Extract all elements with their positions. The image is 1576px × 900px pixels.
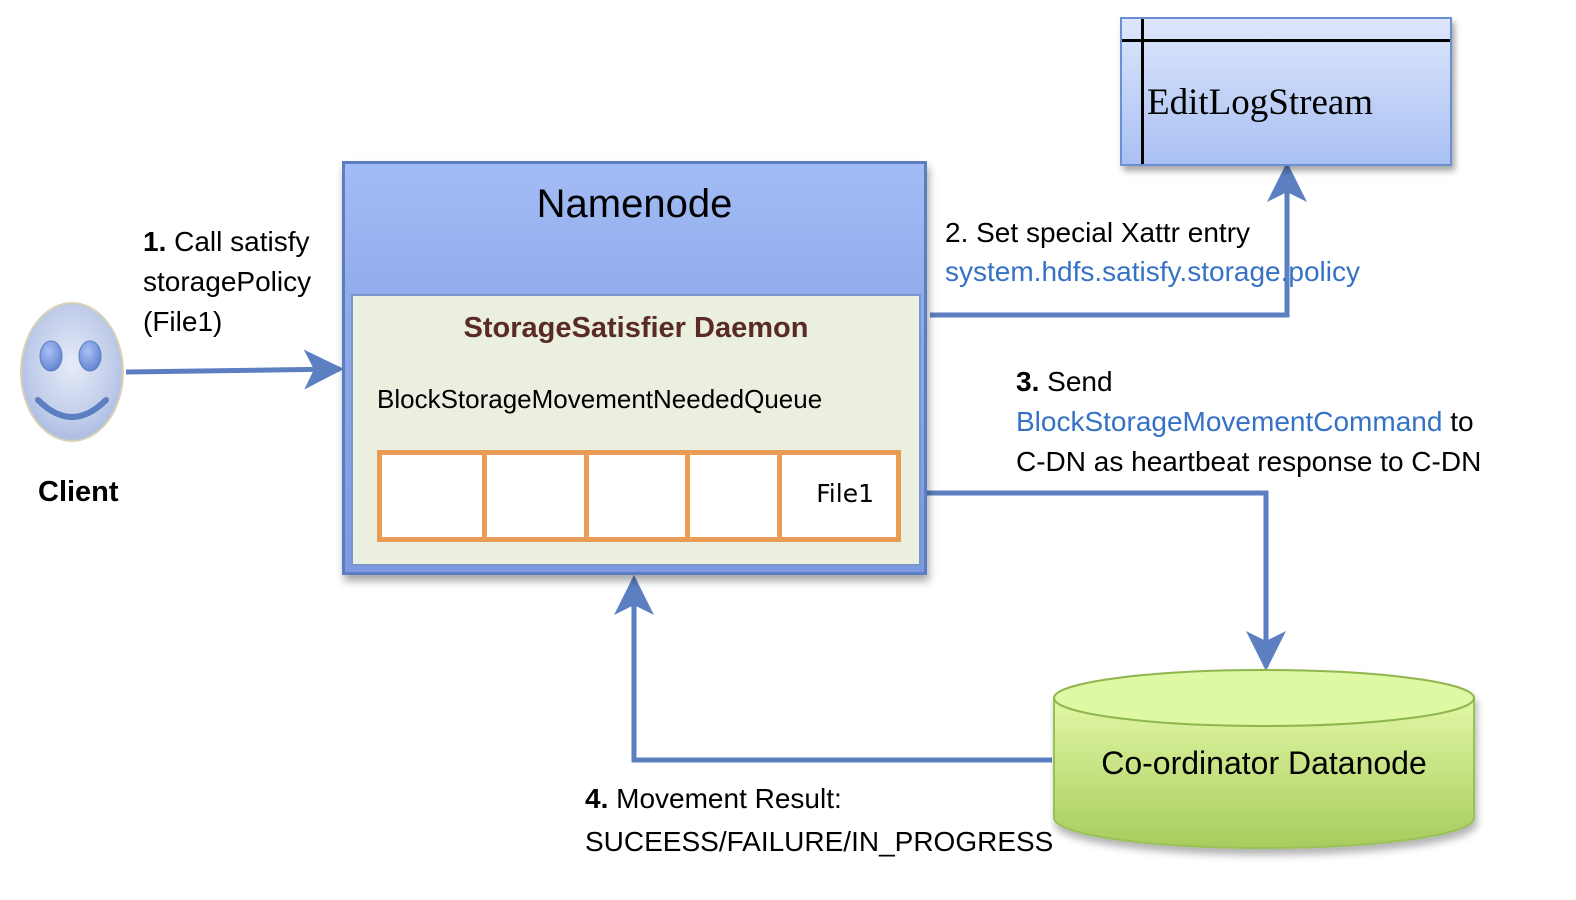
queue-cell: [589, 455, 685, 537]
arrow-namenode-to-editlog: [930, 162, 1307, 318]
queue-label: BlockStorageMovementNeededQueue: [377, 384, 823, 414]
step3-number: 3.: [1016, 366, 1040, 397]
queue-cell: [382, 455, 482, 537]
queue-cell: [690, 455, 777, 537]
table-header-line: [1122, 39, 1450, 42]
client-label: Client: [38, 476, 119, 508]
queue-cell: [487, 455, 584, 537]
step2-annotation: 2. Set special Xattr entry system.hdfs.s…: [945, 213, 1360, 291]
datanode-label: Co-ordinator Datanode: [1101, 745, 1427, 781]
table-column-line: [1141, 19, 1144, 164]
step1-number: 1.: [143, 226, 167, 257]
step1-annotation: 1. Call satisfy storagePolicy (File1): [143, 226, 312, 337]
client-smiley-icon: [20, 302, 124, 442]
datanode-cylinder-icon: [1053, 669, 1475, 849]
step3-annotation: 3. Send BlockStorageMovementCommand to C…: [1016, 366, 1482, 477]
arrow-queue-to-datanode: [896, 490, 1286, 671]
step4-annotation: 4. Movement Result: SUCEESS/FAILURE/IN_P…: [585, 783, 1054, 857]
arrow-datanode-to-namenode: [614, 575, 1052, 763]
command-name: BlockStorageMovementCommand: [1016, 406, 1443, 437]
edit-log-stream-node: EditLogStream: [1120, 17, 1452, 166]
step4-number: 4.: [585, 783, 609, 814]
file1-label: File1: [816, 479, 874, 508]
arrow-client-to-namenode: [125, 349, 344, 390]
edit-log-stream-label: EditLogStream: [1147, 82, 1374, 123]
queue-cell-file1: File1: [782, 455, 896, 537]
daemon-title: StorageSatisfier Daemon: [463, 312, 809, 344]
xattr-name: system.hdfs.satisfy.storage.policy: [945, 256, 1360, 287]
namenode-node: Namenode StorageSatisfier Daemon BlockSt…: [342, 161, 927, 575]
queue: File1: [377, 450, 901, 542]
storage-satisfier-daemon: StorageSatisfier Daemon BlockStorageMove…: [351, 294, 921, 566]
namenode-title: Namenode: [536, 182, 733, 226]
